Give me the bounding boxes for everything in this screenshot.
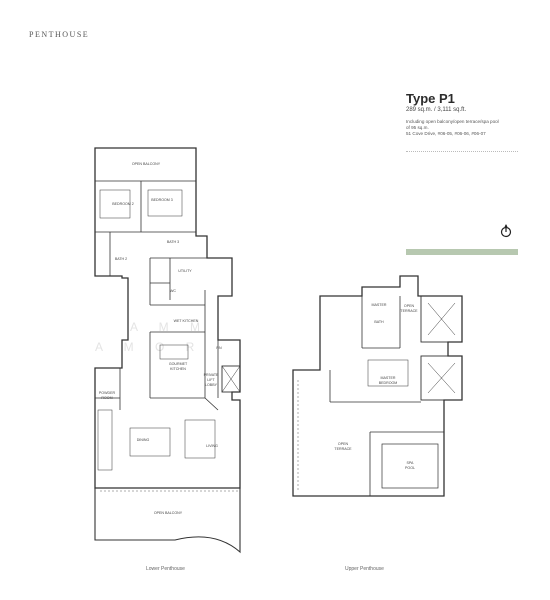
room-open-terrace-main-1: OPEN (338, 442, 349, 446)
unit-type: Type P1 (406, 91, 455, 106)
room-master-bath-2: BATH (374, 320, 384, 324)
room-private-lift-lobby-1: PRIVATE (204, 373, 219, 377)
room-spa-pool-2: POOL (405, 466, 415, 470)
watermark-line-1: A M M (130, 320, 210, 334)
room-wet-kitchen: WET KITCHEN (174, 319, 199, 323)
room-bedroom-2: BEDROOM 2 (112, 202, 134, 206)
caption-upper-penthouse: Upper Penthouse (345, 566, 384, 572)
north-compass-icon (500, 224, 512, 243)
room-open-terrace-main-2: TERRACE (334, 447, 352, 451)
room-powder-room-2: ROOM (101, 396, 112, 400)
caption-lower-penthouse: Lower Penthouse (146, 566, 185, 572)
room-open-terrace-top-2: TERRACE (400, 309, 418, 313)
room-private-lift-lobby-2: LIFT (207, 378, 215, 382)
room-bath-2: BATH 2 (115, 257, 127, 261)
watermark-line-2: A M O R (95, 340, 204, 354)
unit-info: Type P1 289 sq.m. / 3,111 sq.ft. Includi… (406, 92, 518, 137)
room-open-terrace-top-1: OPEN (404, 304, 415, 308)
room-dining: DINING (137, 438, 150, 442)
page-title: PENTHOUSE (29, 30, 90, 39)
lower-penthouse-plan (94, 147, 241, 554)
unit-note-2: of 95 sq.m. (406, 125, 429, 130)
room-open-balcony-bottom: OPEN BALCONY (154, 511, 183, 515)
room-master-bedroom-2: BEDROOM (379, 381, 398, 385)
room-rn: RN (216, 346, 222, 350)
room-master-bedroom-1: MASTER (381, 376, 396, 380)
unit-area: 289 sq.m. / 3,111 sq.ft. (406, 107, 467, 113)
unit-note-1: Including open balcony/open terrace/spa … (406, 119, 499, 124)
room-private-lift-lobby-3: LOBBY (205, 383, 218, 387)
room-wc: WC (170, 289, 176, 293)
room-utility: UTILITY (178, 269, 192, 273)
divider (406, 151, 518, 152)
unit-addresses: 51 Cove Drive, #06-05, #06-06, #06-07 (406, 131, 486, 136)
room-master-bath-1: MASTER (372, 303, 387, 307)
room-bedroom-3: BEDROOM 3 (151, 198, 173, 202)
room-powder-room-1: POWDER (99, 391, 116, 395)
room-open-balcony-top: OPEN BALCONY (132, 162, 161, 166)
room-gourmet-kitchen-2: KITCHEN (170, 367, 186, 371)
room-bath-3: BATH 3 (167, 240, 179, 244)
accent-bar (406, 249, 518, 255)
room-gourmet-kitchen-1: GOURMET (169, 362, 188, 366)
room-living: LIVING (206, 444, 218, 448)
upper-penthouse-plan (292, 275, 463, 497)
room-spa-pool-1: SPA (407, 461, 415, 465)
